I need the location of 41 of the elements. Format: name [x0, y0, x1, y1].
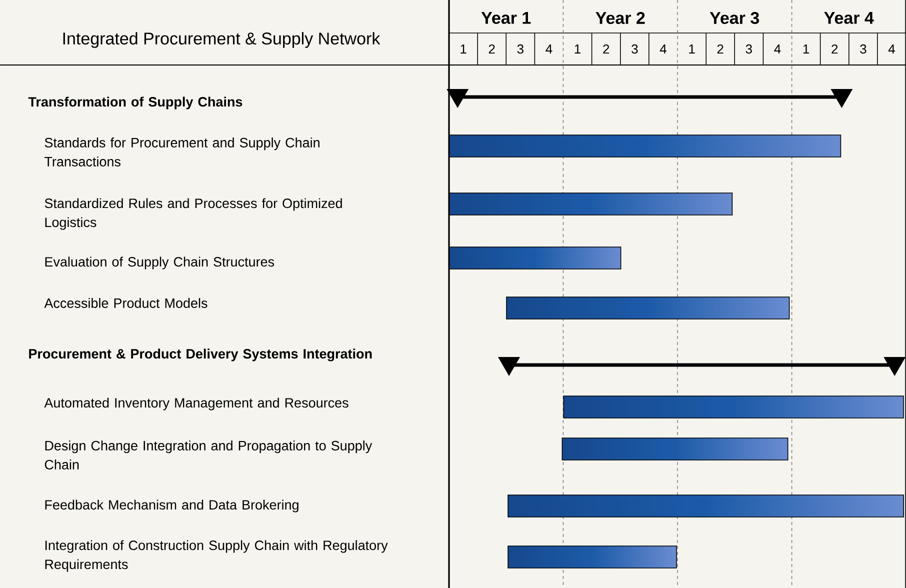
quarter-label: 4: [888, 44, 895, 54]
task-bar: [508, 546, 677, 568]
year-label: Year 2: [596, 12, 645, 24]
task-bar: [563, 396, 904, 418]
task-bar: [508, 494, 904, 518]
year-label: Year 4: [824, 12, 874, 24]
quarter-label: 3: [746, 44, 752, 54]
task-label: Accessible Product Models: [44, 298, 208, 308]
task-bar: [449, 134, 842, 158]
year-label: Year 3: [710, 12, 760, 24]
task-label: Integration of Construction Supply Chain with Regulatory Requirements: [45, 540, 388, 572]
quarter-label: 2: [488, 44, 495, 54]
quarter-label: 2: [603, 44, 610, 54]
task-label: Design Change Integration and Propagation to Supply Chain: [44, 440, 372, 470]
quarter-label: 2: [717, 44, 724, 54]
task-label: Evaluation of Supply Chain Structures: [45, 256, 274, 270]
quarter-label: 4: [660, 44, 666, 54]
task-bar: [449, 192, 733, 216]
task-bar: [562, 438, 788, 460]
quarter-label: 3: [860, 44, 866, 54]
chart-title: Integrated Procurement & Supply Network: [63, 32, 380, 48]
summary-bar: [446, 89, 853, 108]
task-label: Feedback Mechanism and Data Brokering: [45, 500, 298, 512]
task-bar: [449, 246, 622, 270]
task-label: Automated Inventory Management and Resources: [44, 398, 348, 410]
quarter-label: 4: [774, 44, 781, 54]
year-label: Year 1: [481, 12, 531, 24]
task-label: Standards for Procurement and Supply Chain Transactions: [44, 138, 320, 166]
quarter-label: 1: [574, 44, 580, 54]
quarter-label: 2: [832, 44, 838, 54]
quarter-label: 3: [632, 44, 638, 54]
quarter-label: 1: [689, 44, 695, 54]
section-heading: Transformation of Supply Chains: [28, 96, 242, 110]
summary-bar: [498, 357, 906, 376]
section-heading: Procurement & Product Delivery Systems Integration: [29, 348, 372, 362]
quarter-label: 3: [517, 44, 524, 54]
quarter-label: 1: [460, 44, 466, 54]
quarter-label: 1: [803, 44, 809, 54]
task-label: Standardized Rules and Processes for Optimized Logistics: [44, 198, 342, 230]
quarter-label: 4: [546, 44, 552, 54]
task-bar: [506, 296, 790, 320]
